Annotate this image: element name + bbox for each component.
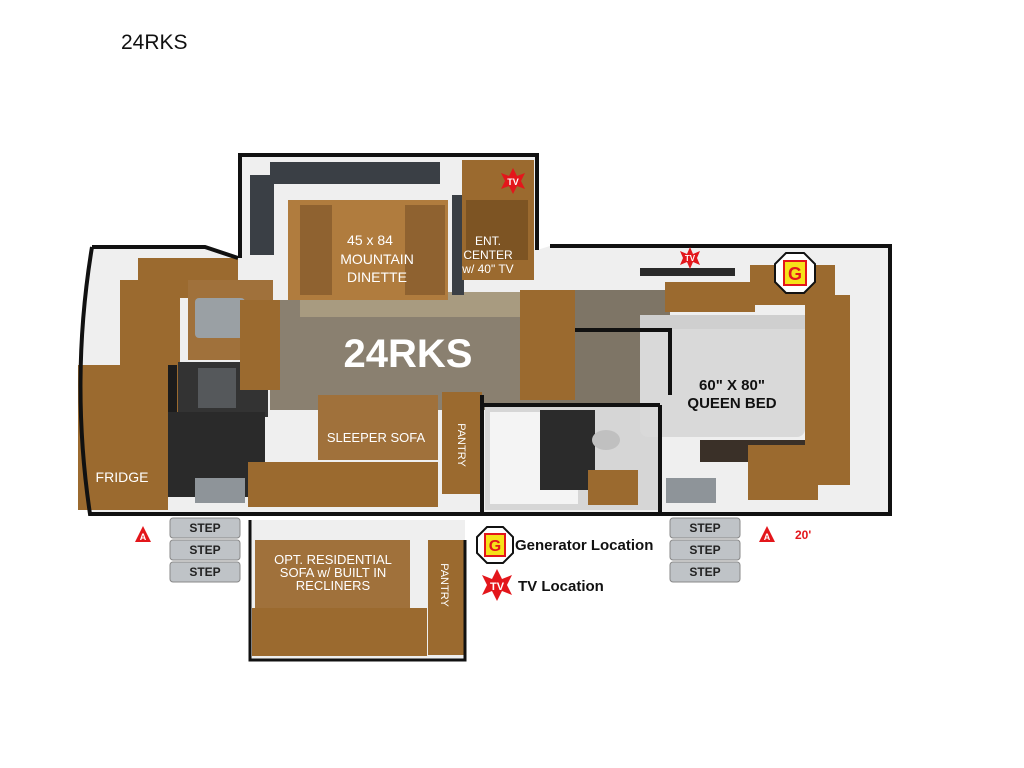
step <box>669 539 741 561</box>
fridge-cabinet <box>78 365 168 510</box>
legend: G Generator Location TV TV Location <box>476 526 653 601</box>
awning-icon: A <box>135 526 151 542</box>
dinette-label-line3: DINETTE <box>347 269 407 285</box>
ent-center-label-line2: CENTER <box>463 248 513 262</box>
step <box>169 517 241 539</box>
legend-generator-text: G <box>489 538 501 555</box>
ent-center-front <box>466 200 528 260</box>
bedroom-upper-cabinet <box>665 282 755 312</box>
step <box>169 539 241 561</box>
dinette-bench-right <box>405 205 445 295</box>
step <box>669 517 741 539</box>
bedroom-nightstand <box>748 445 818 500</box>
dinette-bench-left <box>300 205 332 295</box>
shower-door <box>540 410 595 490</box>
tv-icon: TV <box>501 168 525 194</box>
dinette-window <box>270 162 440 184</box>
generator-marker-text: G <box>788 264 802 284</box>
awning-length: 20' <box>795 528 811 542</box>
awning-icon: A <box>759 526 775 542</box>
step-label: STEP <box>189 565 220 579</box>
tv-marker-text: TV <box>685 254 696 263</box>
tv-marker-burst <box>501 168 525 194</box>
pantry-cabinet <box>442 392 482 494</box>
legend-tv-burst <box>482 569 512 601</box>
sleeper-sofa-label: SLEEPER SOFA <box>327 430 426 445</box>
ent-center-label-line1: ENT. <box>475 234 501 248</box>
bed-headboard-edge <box>640 315 805 329</box>
legend-generator-label: Generator Location <box>515 537 653 554</box>
walls <box>78 153 892 516</box>
bed-label-line2: QUEEN BED <box>687 395 776 412</box>
bathroom <box>485 290 660 510</box>
legend-tv-label: TV Location <box>518 578 604 595</box>
toilet <box>592 430 620 450</box>
bedroom-window-sill <box>666 478 716 503</box>
legend-generator-inner <box>484 533 506 557</box>
opt-sofa-label-line2: SOFA w/ BUILT IN <box>280 565 386 580</box>
dinette-slideout <box>250 160 534 300</box>
awning-marker-text: A <box>140 532 147 542</box>
opt-pantry-cabinet <box>428 540 464 655</box>
fridge-label: FRIDGE <box>96 469 149 485</box>
opt-sofa-label-line1: OPT. RESIDENTIAL <box>274 552 392 567</box>
opt-sofa-base <box>252 608 427 656</box>
sleeper-sofa <box>318 395 438 460</box>
inset-wall <box>248 520 467 662</box>
opt-sofa-label-line3: RECLINERS <box>296 578 371 593</box>
optional-sofa-inset: OPT. RESIDENTIAL SOFA w/ BUILT IN RECLIN… <box>248 520 467 662</box>
tv-marker-burst <box>680 247 700 269</box>
dinette-side-window <box>250 175 274 255</box>
generator-icon: G <box>476 526 514 564</box>
opt-pantry-label: PANTRY <box>438 563 450 607</box>
living <box>248 392 482 507</box>
generator-icon: G <box>774 252 816 294</box>
vanity <box>588 470 638 505</box>
step-label: STEP <box>689 521 720 535</box>
living-floor <box>270 300 540 410</box>
bathroom-wall <box>480 395 662 514</box>
step-label: STEP <box>689 565 720 579</box>
dinette-label-line1: 45 x 84 <box>347 232 393 248</box>
dinette-divider <box>452 195 464 295</box>
kitchen <box>78 258 280 510</box>
bedroom-shelf <box>640 268 735 276</box>
pantry-label: PANTRY <box>455 423 467 467</box>
kitchen-sink <box>195 298 245 338</box>
oven-door <box>198 368 236 408</box>
model-label: 24RKS <box>344 332 473 376</box>
kitchen-island <box>240 300 280 390</box>
step-label: STEP <box>689 543 720 557</box>
outer-wall <box>78 153 892 516</box>
awning-marker-triangle <box>759 526 775 542</box>
entry-steps-right: STEP STEP STEP <box>669 517 741 583</box>
entry-steps-left: STEP STEP STEP <box>169 517 241 583</box>
step <box>669 561 741 583</box>
page-title: 24RKS <box>121 31 188 54</box>
opt-sofa <box>255 540 410 610</box>
step-label: STEP <box>189 543 220 557</box>
tv-icon: TV <box>680 247 700 269</box>
hall-cabinet <box>520 290 575 400</box>
awning-marker-text: A <box>764 532 771 542</box>
awning-marker-triangle <box>135 526 151 542</box>
step <box>169 561 241 583</box>
legend-tv-text: TV <box>490 581 505 593</box>
tv-icon: TV <box>482 569 512 601</box>
step-label: STEP <box>189 521 220 535</box>
sofa-base <box>248 462 438 507</box>
dinette-label-line2: MOUNTAIN <box>340 251 414 267</box>
ent-center-label-line3: w/ 40" TV <box>461 262 513 276</box>
generator-marker-inner <box>783 260 807 286</box>
queen-bed <box>640 315 805 437</box>
bedroom-wall <box>575 328 672 395</box>
bed-label-line1: 60" X 80" <box>699 377 765 394</box>
kitchen-floor-sink <box>195 478 245 503</box>
tv-marker-text: TV <box>507 177 519 187</box>
